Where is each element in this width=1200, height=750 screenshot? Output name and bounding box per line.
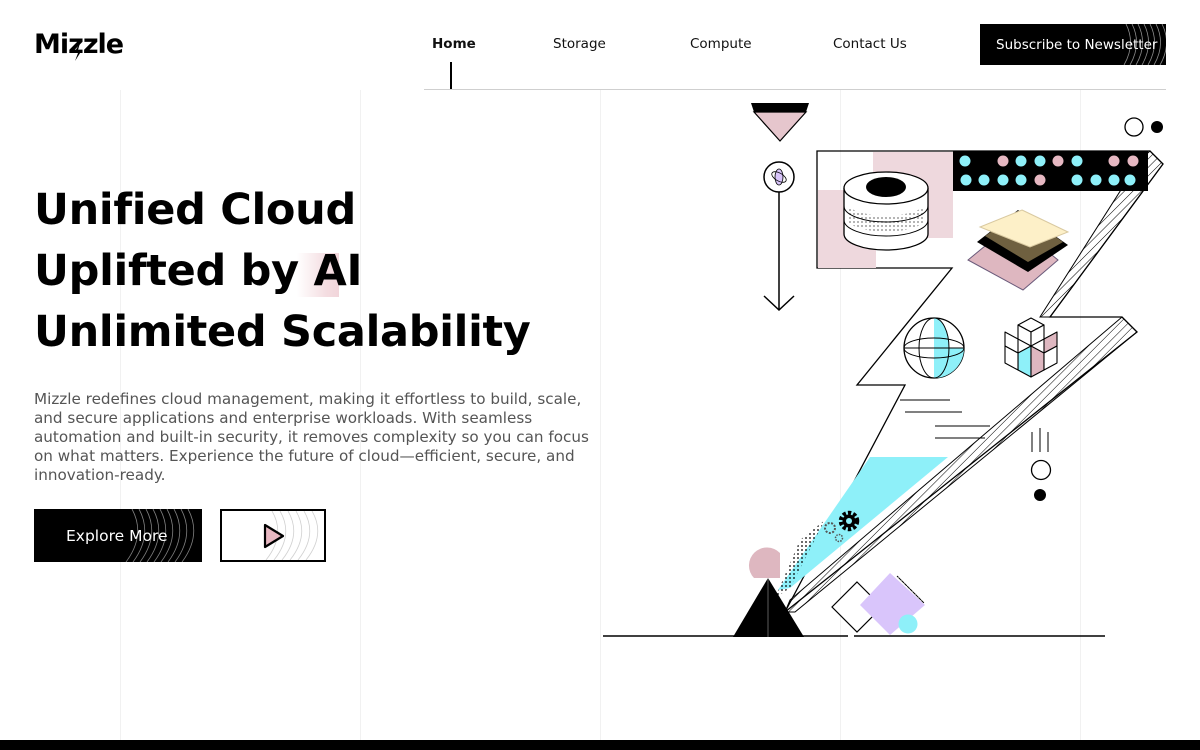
nav-contact-us[interactable]: Contact Us xyxy=(833,36,907,52)
brand-name: Mizzle xyxy=(34,29,124,60)
pink-semicircle xyxy=(748,547,780,578)
nav-divider xyxy=(424,89,1166,90)
hero-description: Mizzle redefines cloud management, makin… xyxy=(34,390,589,484)
globe-icon xyxy=(903,317,965,379)
play-video-button[interactable] xyxy=(220,509,326,562)
brand-logo[interactable]: Mizzle xyxy=(34,29,124,61)
explore-more-label: Explore More xyxy=(66,526,168,545)
stacked-layers xyxy=(967,209,1070,291)
ai-highlight xyxy=(297,253,339,297)
hero-title-line-3: Unlimited Scalability xyxy=(34,307,531,357)
funnel-shape xyxy=(751,103,809,142)
black-triangle xyxy=(733,578,804,637)
decorative-wave-lines xyxy=(125,509,195,562)
grid-line xyxy=(600,90,601,740)
lightning-bolt-shape xyxy=(775,150,1164,613)
cube-cluster xyxy=(1004,317,1058,378)
footer-bar xyxy=(0,740,1200,750)
decorative-wave-lines xyxy=(1123,24,1166,65)
down-arrow xyxy=(763,161,795,312)
decorative-wave-lines xyxy=(265,511,319,560)
nav-active-indicator xyxy=(450,62,452,89)
nav-storage[interactable]: Storage xyxy=(553,36,606,52)
diamond-shapes xyxy=(831,573,925,635)
storage-cylinder xyxy=(843,171,929,251)
hero-title-line-1: Unified Cloud xyxy=(34,185,356,235)
nav-compute[interactable]: Compute xyxy=(690,36,752,52)
grid-line xyxy=(360,90,361,740)
dot-panel xyxy=(953,151,1148,191)
indicator-dots xyxy=(1030,117,1163,501)
hero-illustration xyxy=(603,103,1164,637)
gear-icon xyxy=(824,510,860,543)
play-icon xyxy=(263,523,285,549)
grid-line xyxy=(840,90,841,740)
lightning-bolt-icon xyxy=(74,43,82,61)
speed-lines xyxy=(900,399,1049,452)
grid-line xyxy=(120,90,121,740)
grid-line xyxy=(1080,90,1081,740)
subscribe-label: Subscribe to Newsletter xyxy=(996,36,1158,53)
subscribe-newsletter-button[interactable]: Subscribe to Newsletter xyxy=(980,24,1166,65)
hero-title-line-2: Uplifted by AI xyxy=(34,246,363,296)
explore-more-button[interactable]: Explore More xyxy=(34,509,202,562)
nav-home[interactable]: Home xyxy=(432,36,476,52)
